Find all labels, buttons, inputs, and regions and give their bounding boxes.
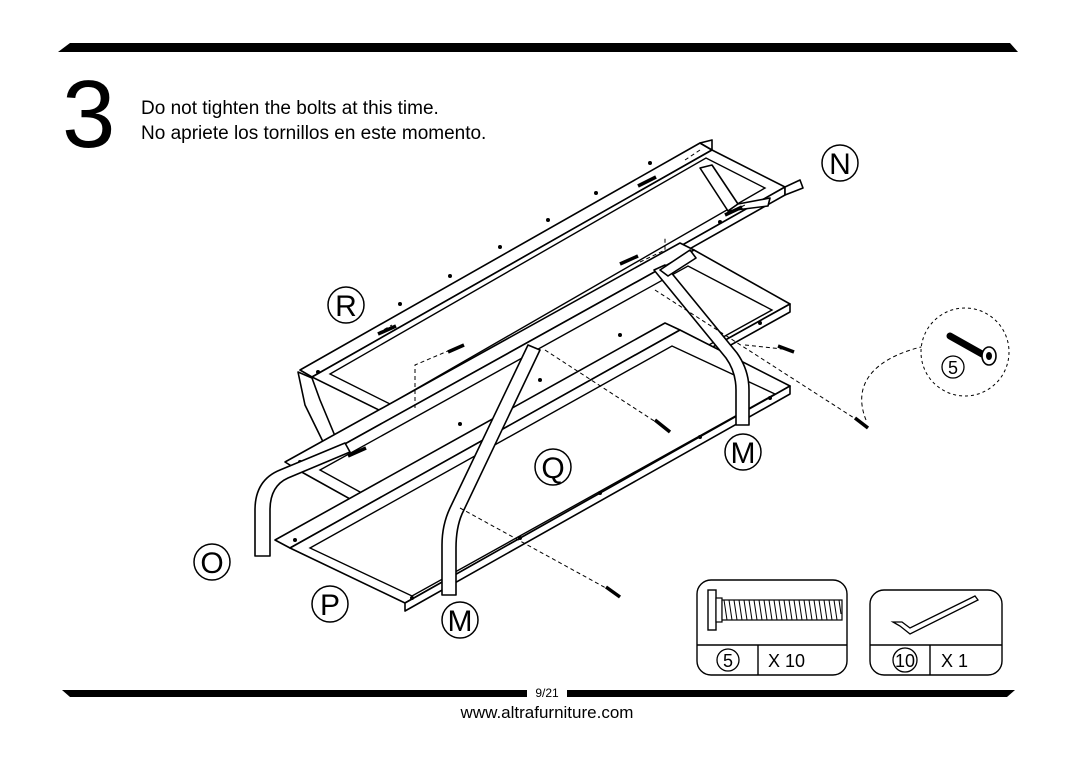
label-q: Q [534, 448, 572, 486]
hardware-box-bolt: 5 X 10 [696, 579, 848, 676]
hardware-quantity: X 1 [941, 651, 968, 671]
label-m-right: M [724, 433, 762, 471]
bolt-icon [946, 332, 986, 358]
svg-text:5: 5 [948, 358, 958, 378]
footer-bar-left [62, 690, 527, 697]
leg-o [254, 442, 351, 557]
label-m-bottom: M [441, 601, 479, 639]
label-n: N [821, 144, 859, 182]
svg-text:M: M [448, 605, 473, 638]
bolt-paths [347, 149, 931, 599]
label-r: R [327, 286, 365, 324]
leg-m-front [441, 344, 541, 596]
svg-text:Q: Q [541, 452, 564, 485]
furniture-frame [254, 139, 804, 612]
leg-m-back [653, 249, 750, 426]
hardware-part-number: 5 [723, 651, 733, 671]
bolt-callout: 5 [920, 307, 1010, 397]
svg-text:P: P [320, 589, 340, 622]
svg-text:O: O [200, 547, 223, 580]
svg-text:R: R [335, 290, 357, 323]
svg-text:N: N [829, 148, 851, 181]
hardware-part-number: 10 [895, 651, 915, 671]
svg-text:M: M [731, 437, 756, 470]
bolt-icon [707, 589, 843, 631]
label-o: O [193, 543, 231, 581]
page-number: 9/21 [535, 686, 559, 700]
header-bar [58, 43, 1018, 52]
instruction-english: Do not tighten the bolts at this time. [141, 98, 439, 119]
website-url: www.altrafurniture.com [460, 703, 634, 722]
allen-key-icon [890, 595, 979, 635]
footer-bar-right [567, 690, 1015, 697]
hardware-quantity: X 10 [768, 651, 805, 671]
instruction-spanish: No apriete los tornillos en este momento… [141, 123, 486, 144]
label-p: P [311, 585, 349, 623]
step-number: 3 [62, 61, 115, 168]
hardware-box-allen-key: 10 X 1 [869, 589, 1003, 676]
